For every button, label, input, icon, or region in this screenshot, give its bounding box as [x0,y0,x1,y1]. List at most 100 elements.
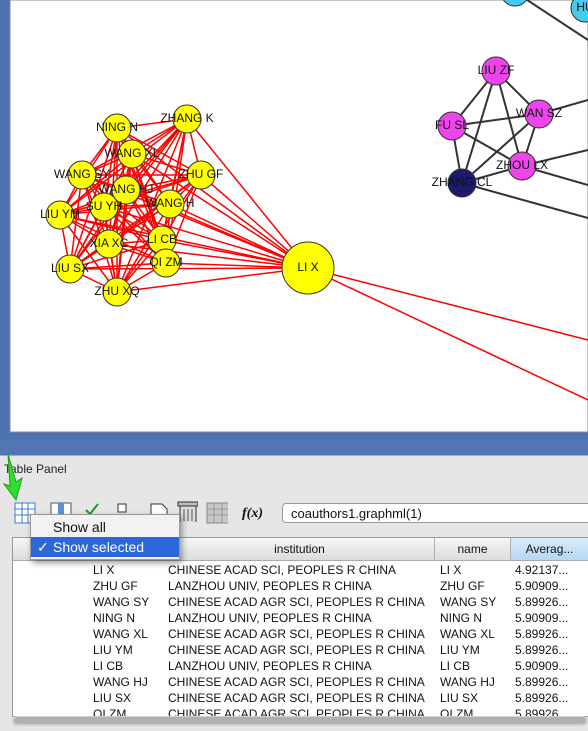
table-cell[interactable]: LANZHOU UNIV, PEOPLES R CHINA [168,579,372,593]
column-header-average[interactable]: Averag... [511,538,588,560]
edge-li-x-liu_ym[interactable] [59,214,309,269]
table-cell[interactable]: LIU SX [93,691,132,705]
trash-icon[interactable] [176,500,198,522]
edge-li-x-ning_n[interactable] [116,127,309,269]
table-row[interactable]: NING N LANZHOU UNIV, PEOPLES R CHINA NING … [13,610,588,626]
node-zhu-gf[interactable] [186,160,216,190]
table-cell[interactable]: 5.89926... [515,691,569,705]
node-wang-hj[interactable] [111,175,141,205]
node-ning-n[interactable] [102,113,132,143]
table-cell[interactable]: 5.90909... [515,611,569,625]
table-row[interactable]: WANG HJ CHINESE ACAD AGR SCI, PEOPLES R C… [13,674,588,690]
node-liu-ym[interactable] [45,200,75,230]
table-cell[interactable]: WANG HJ [440,675,495,689]
edge-zhang_k-liu_ym[interactable] [59,118,188,216]
edge-ning_n-zhu_gf[interactable] [116,127,202,176]
menu-item-show-selected[interactable]: ✓ Show selected [31,537,179,557]
table-cell[interactable]: WANG XL [440,627,495,641]
table-cell[interactable]: 5.89926... [515,707,569,717]
edge-liu_ym-zhu_xq[interactable] [59,214,118,293]
table-cell[interactable]: WANG XL [93,627,148,641]
node-wang-h[interactable] [155,189,185,219]
node-qi-zm[interactable] [151,248,181,278]
table-cell[interactable]: CHINESE ACAD AGR SCI, PEOPLES R CHINA [168,595,425,609]
table-cell[interactable]: CHINESE ACAD AGR SCI, PEOPLES R CHINA [168,627,425,641]
node-zhou-lx[interactable] [507,151,537,181]
table-cell[interactable]: CHINESE ACAD SCI, PEOPLES R CHINA [168,563,397,577]
table-cell[interactable]: ZHU GF [440,579,485,593]
edge-top-right[interactable] [515,0,588,41]
table-cell[interactable]: CHINESE ACAD AGR SCI, PEOPLES R CHINA [168,707,425,717]
table-cell[interactable]: 5.89926... [515,675,569,689]
node-fu-sl[interactable] [437,111,467,141]
node-wan-sz[interactable] [524,99,554,129]
node-wang-xl[interactable] [117,139,147,169]
table-cell[interactable]: 5.90909... [515,659,569,673]
menu-item-show-all[interactable]: Show all [31,517,179,537]
edge-wang_sy-li_cb[interactable] [81,174,163,241]
table-cell[interactable]: LI CB [440,659,471,673]
table-cell[interactable]: LIU SX [440,691,479,705]
node-top-mid[interactable] [501,0,529,7]
node-wang-sy[interactable] [67,160,97,190]
edge-qi_zm-liu_sx[interactable] [69,262,167,270]
table-cell[interactable]: CHINESE ACAD AGR SCI, PEOPLES R CHINA [168,691,425,705]
table-row[interactable]: WANG SY CHINESE ACAD AGR SCI, PEOPLES R C… [13,594,588,610]
table-cell[interactable]: LI X [93,563,115,577]
table-row[interactable]: LI CB LANZHOU UNIV, PEOPLES R CHINA LI CB 5… [13,658,588,674]
edge-wan_sz-zhang_cl[interactable] [461,113,540,184]
node-li-x[interactable] [281,241,335,295]
table-cell[interactable]: WANG SY [440,595,497,609]
edge-zhang-cl-right[interactable] [461,182,588,219]
table-cell[interactable]: LIU YM [440,643,480,657]
table-cell[interactable]: WANG SY [93,595,150,609]
edge-fu_sl-wan_sz[interactable] [451,113,540,127]
edge-li-x-wang_xl[interactable] [131,153,309,269]
edge-li-x-right-1[interactable] [307,267,588,341]
node-su-yh[interactable] [89,192,119,222]
node-zhu-xq[interactable] [102,277,132,307]
scrollbar-thumb[interactable] [14,717,586,724]
node-liu-zf[interactable] [481,56,511,86]
table-cell[interactable]: 5.89926... [515,627,569,641]
table-disabled-icon[interactable] [206,502,228,524]
table-cell[interactable]: LI CB [93,659,124,673]
table-cell[interactable]: NING N [93,611,135,625]
table-cell[interactable]: 5.90909... [515,579,569,593]
table-cell[interactable]: CHINESE ACAD AGR SCI, PEOPLES R CHINA [168,675,425,689]
table-row[interactable]: LIU YM CHINESE ACAD AGR SCI, PEOPLES R CH… [13,642,588,658]
edge-li-x-zhang_k[interactable] [186,118,309,269]
edge-li-x-liu_sx[interactable] [69,267,309,270]
table-cell[interactable]: LANZHOU UNIV, PEOPLES R CHINA [168,659,372,673]
edge-li-x-right-2[interactable] [307,267,588,401]
table-cell[interactable]: ZHU GF [93,579,138,593]
edge-li-x-xia_xc[interactable] [108,243,309,269]
column-header-name[interactable]: name [435,538,511,560]
horizontal-scrollbar[interactable] [12,716,588,726]
column-header-institution[interactable]: institution [165,538,435,560]
table-cell[interactable]: 5.89926... [515,595,569,609]
table-cell[interactable]: 4.92137... [515,563,569,577]
node-zhang-cl[interactable] [447,168,477,198]
table-cell[interactable]: QI ZM [440,707,474,717]
edge-liu_zf-zhang_cl[interactable] [461,70,497,184]
table-cell[interactable]: WANG HJ [93,675,148,689]
table-row[interactable]: WANG XL CHINESE ACAD AGR SCI, PEOPLES R C… [13,626,588,642]
table-cell[interactable]: CHINESE ACAD AGR SCI, PEOPLES R CHINA [168,643,425,657]
function-button[interactable]: f(x) [242,506,263,521]
table-cell[interactable]: LIU YM [93,643,133,657]
edge-li-x-su_yh[interactable] [103,206,309,269]
network-file-select[interactable]: coauthors1.graphml(1) [282,503,588,523]
table-cell[interactable]: LANZHOU UNIV, PEOPLES R CHINA [168,611,372,625]
edge-zhu_gf-liu_sx[interactable] [69,174,202,270]
table-cell[interactable]: NING N [440,611,482,625]
node-hu-top[interactable] [570,0,588,23]
node-xia-xc[interactable] [94,229,124,259]
node-liu-sx[interactable] [55,254,85,284]
edge-li-x-zhu_xq[interactable] [116,267,309,293]
table-row[interactable]: ZHU GF LANZHOU UNIV, PEOPLES R CHINA ZHU G… [13,578,588,594]
node-zhang-k[interactable] [172,104,202,134]
